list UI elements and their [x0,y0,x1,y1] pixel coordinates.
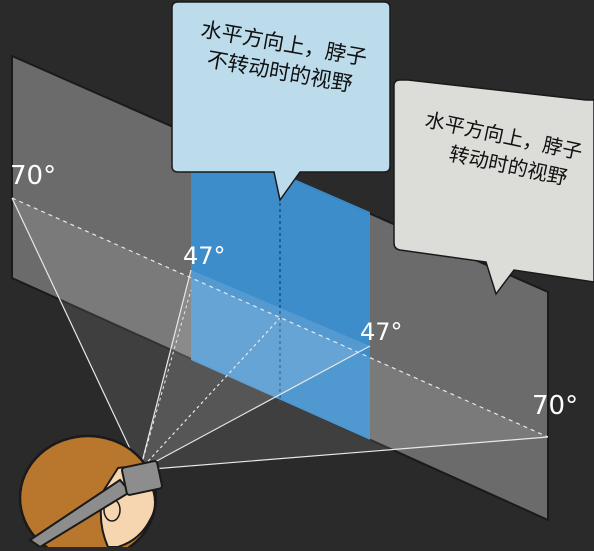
vision-cone-wide [12,198,548,470]
angle-label-right-inner: 47° [360,318,403,346]
angle-label-left-outer: 70° [10,161,56,191]
headset-visor [121,460,163,496]
angle-label-left-inner: 47° [183,242,226,270]
ray-left-inner [139,269,192,471]
ray-left-outer [11,197,141,471]
ray-right-outer [139,436,549,471]
blue-callout-bubble [171,1,391,202]
ray-center [139,317,281,471]
ray-right-inner [139,345,371,471]
vision-cone-narrow [140,270,370,470]
horizon-line [11,197,549,438]
angle-label-right-outer: 70° [532,391,578,421]
gray-callout-bubble [393,79,594,296]
person-head [18,434,163,551]
ray-up-left [139,289,192,471]
